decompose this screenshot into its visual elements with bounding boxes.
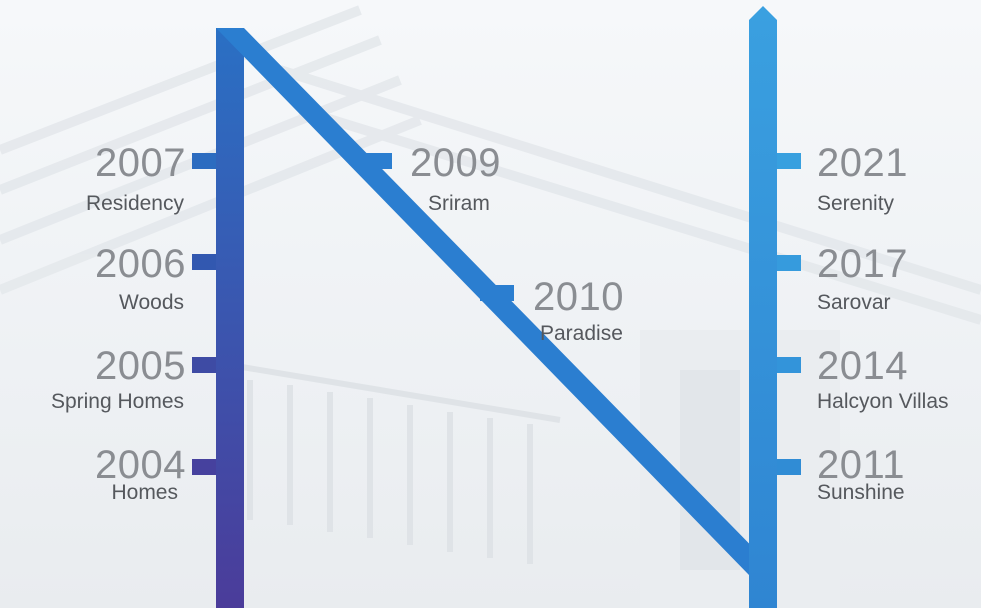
year-right-4: 2011: [817, 443, 906, 487]
tick-2010: [480, 285, 514, 301]
project-diagonal-2: Paradise: [540, 322, 623, 345]
project-left-1: Residency: [85, 192, 184, 215]
project-right-4: Sunshine: [817, 481, 905, 504]
project-left-4: Homes: [111, 481, 178, 504]
tick-2011: [777, 459, 801, 475]
diagonal-bar: [216, 28, 777, 592]
left-bar: [216, 28, 244, 608]
year-diagonal-1: 2009: [410, 141, 501, 185]
tick-2007: [192, 153, 216, 169]
project-right-3: Halcyon Villas: [817, 390, 949, 413]
year-left-1: 2007: [95, 141, 186, 185]
right-bar: [749, 6, 777, 608]
tick-2017: [777, 255, 801, 271]
year-left-3: 2005: [95, 344, 186, 388]
year-diagonal-2: 2010: [533, 275, 624, 319]
project-left-2: Woods: [119, 291, 184, 314]
project-left-3: Spring Homes: [50, 390, 184, 413]
tick-2014: [777, 357, 801, 373]
year-right-1: 2021: [817, 141, 908, 185]
year-right-2: 2017: [817, 242, 908, 286]
project-right-2: Sarovar: [817, 291, 891, 314]
project-diagonal-1: Sriram: [428, 192, 490, 215]
year-right-3: 2014: [817, 344, 908, 388]
tick-2009: [358, 153, 392, 169]
project-right-1: Serenity: [817, 192, 895, 215]
tick-2005: [192, 357, 216, 373]
year-left-4: 2004: [95, 443, 186, 487]
year-left-2: 2006: [95, 242, 186, 286]
tick-2006: [192, 254, 216, 270]
tick-2004: [192, 459, 216, 475]
tick-2021: [777, 153, 801, 169]
